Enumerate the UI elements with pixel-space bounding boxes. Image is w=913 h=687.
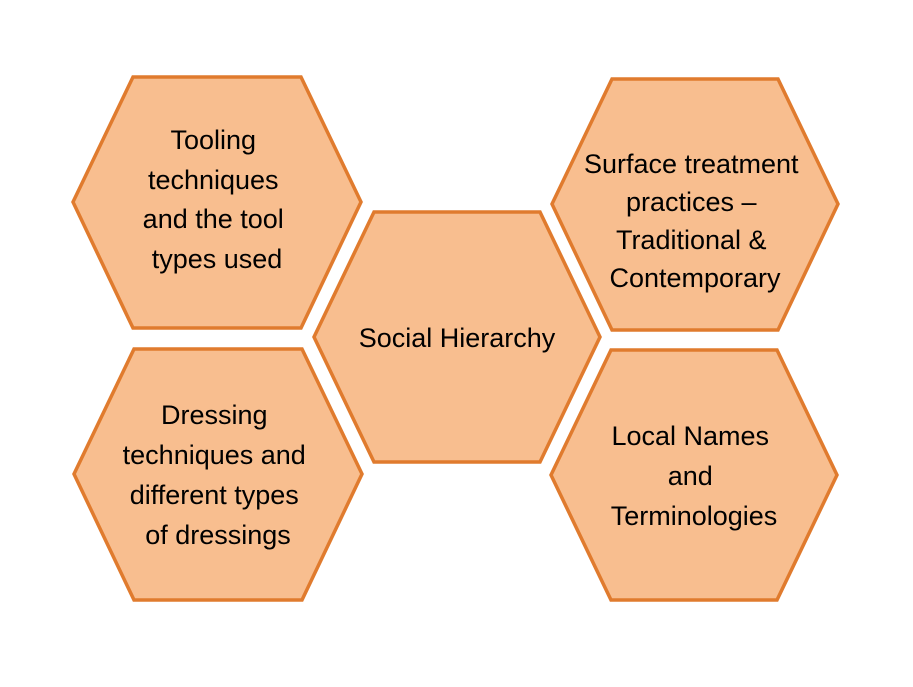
- label-line: Terminologies: [611, 501, 778, 531]
- hexagon-shape: [71, 75, 363, 330]
- hex-node-local-names: Local Names and Terminologies: [549, 348, 839, 602]
- label-line: and the tool: [143, 204, 284, 234]
- label-line: Traditional &: [616, 225, 767, 255]
- node-label: Surface treatment practices – Traditiona…: [584, 149, 806, 293]
- label-line: Contemporary: [609, 263, 781, 293]
- node-label: Social Hierarchy: [359, 323, 556, 353]
- hex-node-social-hierarchy: Social Hierarchy: [312, 210, 602, 464]
- label-line: Tooling: [170, 125, 256, 155]
- label-line: Local Names: [611, 421, 769, 451]
- label-line: techniques and: [123, 440, 306, 470]
- hexagon-shape: [72, 347, 364, 602]
- label-line: practices –: [626, 187, 757, 217]
- label-line: techniques: [148, 165, 279, 195]
- label-line: types used: [152, 244, 283, 274]
- label-line: Dressing: [161, 400, 268, 430]
- hexagon-shape: [550, 77, 840, 332]
- label-line: Social Hierarchy: [359, 323, 556, 353]
- node-label: Dressing techniques and different types …: [123, 400, 314, 550]
- hex-node-tooling: Tooling techniques and the tool types us…: [71, 75, 363, 330]
- hex-node-dressing: Dressing techniques and different types …: [72, 347, 364, 602]
- label-line: Surface treatment: [584, 149, 799, 179]
- hex-node-surface-treatment: Surface treatment practices – Traditiona…: [550, 77, 840, 332]
- node-label: Local Names and Terminologies: [611, 421, 778, 531]
- node-label: Tooling techniques and the tool types us…: [143, 125, 292, 274]
- hexagon-shape: [312, 210, 602, 464]
- label-line: and: [668, 461, 713, 491]
- label-line: of dressings: [145, 520, 291, 550]
- label-line: different types: [130, 480, 299, 510]
- hexagon-shape: [549, 348, 839, 602]
